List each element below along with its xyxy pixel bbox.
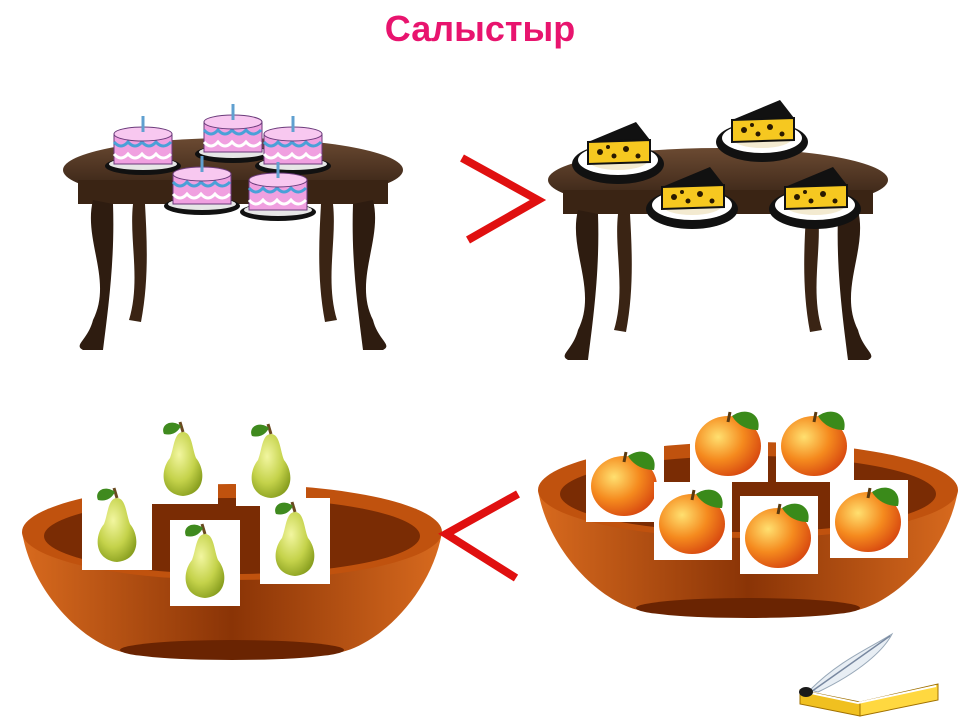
cake-icon — [193, 102, 273, 165]
apple-icon — [688, 402, 770, 484]
apple-icon — [584, 442, 666, 524]
cake-icon — [253, 114, 333, 177]
cheese-icon — [571, 121, 665, 185]
pear-icon — [168, 518, 242, 608]
cheese-icon — [715, 99, 809, 163]
apple-icon — [828, 478, 910, 560]
apple-icon — [774, 402, 856, 484]
cake-icon — [103, 114, 183, 177]
apple-icon — [652, 480, 734, 562]
book-icon — [799, 683, 939, 717]
apple-icon — [738, 494, 820, 576]
pear-icon — [234, 418, 308, 508]
quill-icon — [799, 632, 894, 697]
pear-icon — [146, 416, 220, 506]
greater-than-sign — [460, 154, 547, 244]
pear-icon — [80, 482, 154, 572]
pear-icon — [258, 496, 332, 586]
less-than-sign — [438, 490, 520, 582]
page-title: Салыстыр — [384, 8, 576, 49]
